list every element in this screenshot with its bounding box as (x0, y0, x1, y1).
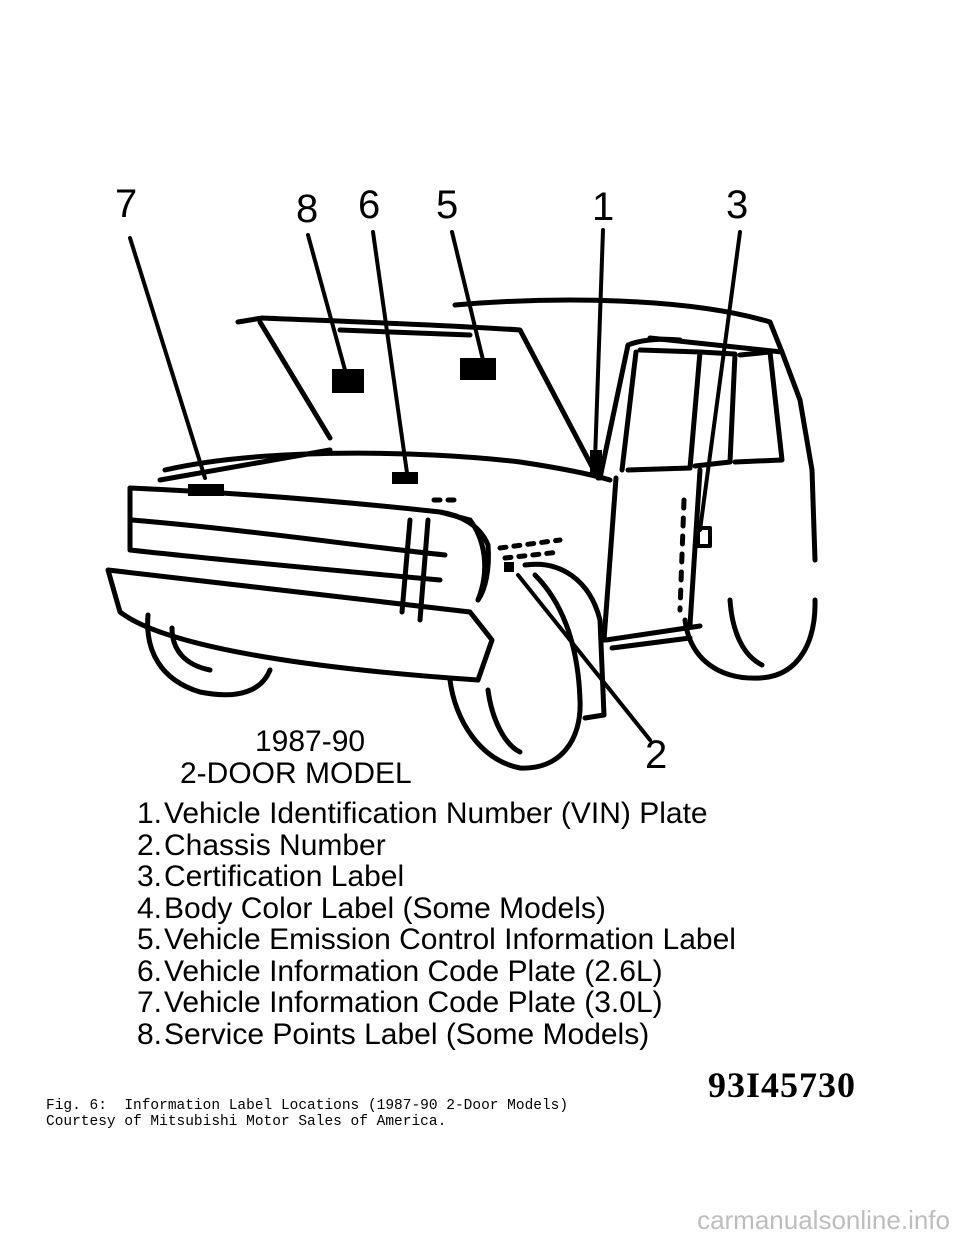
legend-item: 7.Vehicle Information Code Plate (3.0L) (137, 987, 736, 1019)
legend-item: 8.Service Points Label (Some Models) (137, 1017, 736, 1051)
legend-item: 4.Body Color Label (Some Models) (137, 891, 736, 925)
legend-item: 3.Certification Label (137, 861, 736, 893)
legend-text: Vehicle Identification Number (VIN) Plat… (164, 797, 708, 830)
legend-text: Service Points Label (Some Models) (164, 1017, 650, 1051)
model-years: 1987-90 (255, 725, 366, 758)
figure-code: 93I45730 (708, 1065, 857, 1105)
callout-7: 7 (115, 182, 137, 226)
courtesy-line: Courtesy of Mitsubishi Motor Sales of Am… (46, 1114, 447, 1130)
legend-number: 7. (137, 986, 163, 1019)
legend-text: Vehicle Information Code Plate (3.0L) (164, 986, 663, 1019)
legend-text: Certification Label (164, 860, 405, 893)
model-name: 2-DOOR MODEL (180, 757, 412, 790)
callout-5: 5 (436, 183, 458, 227)
legend-number: 4. (137, 891, 163, 925)
vehicle-illustration (105, 297, 818, 771)
legend-number: 5. (137, 923, 163, 956)
legend-number: 8. (137, 1017, 163, 1051)
watermark: carmanualsonline.info (697, 1205, 950, 1235)
callout-numbers: 7 8 6 5 1 3 2 (115, 182, 748, 777)
legend-item: 5.Vehicle Emission Control Information L… (137, 924, 736, 956)
legend-item: 1.Vehicle Identification Number (VIN) Pl… (137, 798, 736, 830)
figure-caption: Fig. 6: Information Label Locations (198… (46, 1098, 569, 1114)
legend-text: Chassis Number (164, 828, 386, 862)
callout-6: 6 (358, 183, 380, 227)
callout-1: 1 (592, 185, 614, 229)
legend-text: Vehicle Emission Control Information Lab… (164, 923, 736, 956)
legend-text: Vehicle Information Code Plate (2.6L) (164, 954, 663, 988)
legend-number: 1. (137, 797, 163, 830)
legend-list: 1.Vehicle Identification Number (VIN) Pl… (137, 798, 736, 1050)
legend-item: 6.Vehicle Information Code Plate (2.6L) (137, 954, 736, 988)
callout-2: 2 (645, 733, 667, 777)
legend-number: 2. (137, 828, 163, 862)
legend-number: 6. (137, 954, 163, 988)
callout-8: 8 (296, 187, 318, 231)
leader-lines (128, 228, 742, 742)
legend-number: 3. (137, 860, 163, 893)
legend-item: 2.Chassis Number (137, 828, 736, 862)
callout-3: 3 (726, 183, 748, 227)
legend-text: Body Color Label (Some Models) (164, 891, 606, 925)
